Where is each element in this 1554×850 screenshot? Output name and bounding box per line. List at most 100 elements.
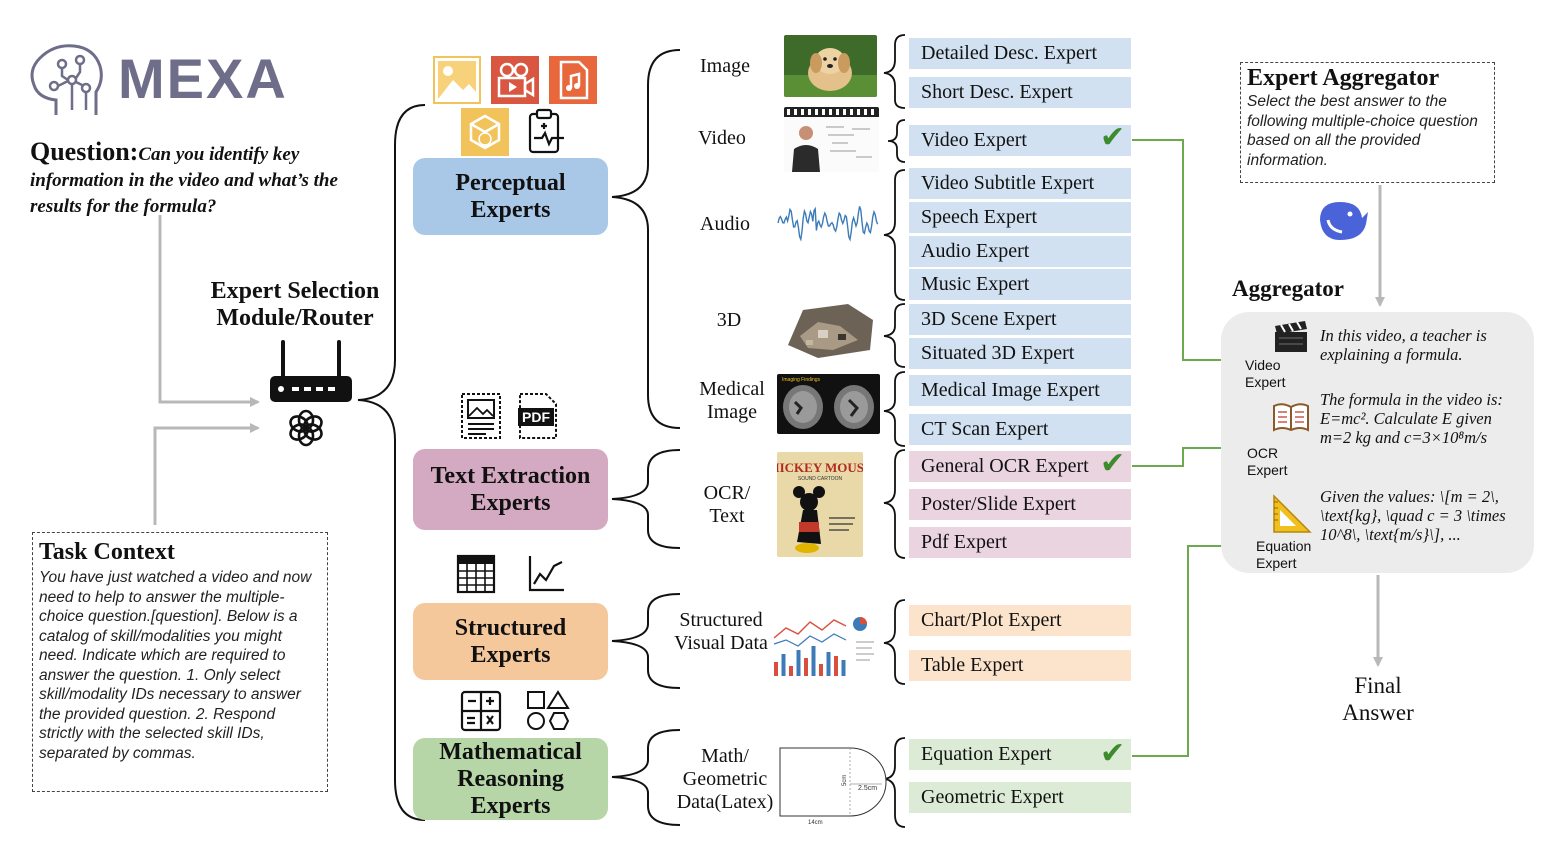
expert-ct-scan: CT Scan Expert — [909, 414, 1131, 445]
mexa-logo: MEXA — [26, 40, 326, 120]
expert-music: Music Expert — [909, 269, 1131, 300]
mri-caption: Imaging Findings — [782, 377, 821, 383]
modality-ocr-text: OCR/ Text — [703, 482, 751, 527]
modality-3d: 3D — [716, 309, 742, 331]
thumbnail-bar — [834, 656, 838, 676]
expert-speech: Speech Expert — [909, 202, 1131, 233]
document-image-icon — [461, 393, 501, 439]
text-extraction-experts-box: Text Extraction Experts — [413, 449, 608, 530]
openai-icon — [289, 409, 323, 447]
modality-math-geometric: Math/ Geometric Data(Latex) — [676, 745, 774, 813]
task-context-title: Task Context — [39, 539, 175, 565]
equation-selected-arrow — [1132, 541, 1245, 757]
expert-situated-3d: Situated 3D Expert — [909, 338, 1131, 369]
ocr-check-icon: ✔ — [1100, 446, 1126, 481]
expert-short-desc: Short Desc. Expert — [909, 77, 1131, 108]
ocr-selected-arrow — [1132, 443, 1234, 467]
expert-geometric: Geometric Expert — [909, 782, 1131, 813]
agg-equation-expert-label: Equation Expert — [1256, 538, 1312, 571]
geometry-shape-thumbnail: 5cm 2.5cm 14cm — [779, 747, 887, 826]
router-brace — [357, 104, 426, 821]
expert-table: Table Expert — [909, 650, 1131, 681]
poster-title: MICKEY MOUSE — [777, 460, 863, 475]
agg-equation-text: Given the values: \[m = 2\, \text{kg}, \… — [1320, 487, 1506, 544]
video-camera-icon — [491, 56, 539, 104]
expert-general-ocr: General OCR Expert — [909, 451, 1131, 482]
poster-thumbnail: MICKEY MOUSE SOUND CARTOON — [777, 452, 863, 557]
table-icon — [456, 554, 496, 594]
modality-structured-visual-data: Structured Visual Data — [674, 609, 768, 654]
aggregator-label: Aggregator — [1232, 276, 1344, 301]
mri-scan-thumbnail: Imaging Findings — [777, 374, 880, 434]
router-title: Expert Selection Module/Router — [210, 278, 380, 331]
logo-text: MEXA — [118, 47, 288, 110]
math-brace — [611, 729, 681, 826]
agg-ocr-expert-label: OCR Expert — [1247, 445, 1288, 478]
pdf-icon: PDF — [518, 393, 557, 439]
structured-chart-thumbnail — [768, 612, 880, 678]
expert-equation: Equation Expert — [909, 739, 1131, 770]
aggregator-panel — [1221, 312, 1534, 573]
geo-dim-height: 5cm — [842, 775, 848, 786]
modality-image: Image — [700, 55, 750, 77]
modality-video: Video — [698, 127, 746, 149]
expert-medical-image: Medical Image Expert — [909, 375, 1131, 406]
expert-aggregator-text: Select the best answer to the following … — [1247, 93, 1478, 169]
question-to-router-arrow — [158, 215, 260, 407]
agg-ocr-text: The formula in the video is: E=mc². Calc… — [1320, 390, 1530, 447]
expert-video-subtitle: Video Subtitle Expert — [909, 168, 1131, 199]
3d-cube-icon — [461, 108, 509, 156]
equation-check-icon: ✔ — [1100, 736, 1126, 771]
puppy-image-thumbnail — [784, 35, 877, 97]
expert-3d-scene: 3D Scene Expert — [909, 304, 1131, 335]
router-icon — [270, 340, 352, 402]
agg-ocr-line1: The formula in the video is: — [1320, 390, 1503, 409]
shapes-icon — [527, 690, 570, 730]
video-check-icon: ✔ — [1100, 120, 1126, 155]
expert-aggregator-box: Expert Aggregator Select the best answer… — [1240, 62, 1495, 183]
thumbnail-bar — [819, 664, 823, 676]
expert-chart-plot: Chart/Plot Expert — [909, 605, 1131, 636]
modality-audio: Audio — [700, 213, 750, 235]
agg-video-text: In this video, a teacher is explaining a… — [1320, 326, 1487, 364]
agg-ocr-line3: m=2 kg and c=3×10⁸m/s — [1320, 428, 1487, 447]
poster-subtitle: SOUND CARTOON — [798, 476, 843, 482]
agg-ocr-line2: E=mc². Calculate E given — [1320, 409, 1492, 428]
text-brace — [611, 449, 681, 549]
image-icon — [433, 56, 481, 104]
video-lecture-thumbnail — [784, 107, 879, 172]
svg-text:PDF: PDF — [522, 409, 550, 425]
medical-clipboard-icon — [528, 108, 564, 154]
expert-pdf: Pdf Expert — [909, 527, 1131, 558]
thumbnail-bar — [781, 654, 786, 676]
triangle-ruler-icon — [1273, 494, 1312, 533]
expert-poster-slide: Poster/Slide Expert — [909, 489, 1131, 520]
modality-medical-image: Medical Image — [699, 378, 765, 423]
expert-video: Video Expert — [909, 125, 1131, 156]
audio-waveform-thumbnail — [777, 206, 879, 242]
calculator-icon — [460, 690, 502, 732]
thumbnail-bar — [804, 658, 808, 676]
task-context-box: Task Context You have just watched a vid… — [32, 532, 328, 792]
line-chart-icon — [528, 556, 564, 592]
audio-file-icon — [549, 56, 597, 104]
final-answer: Final Answer — [1342, 673, 1414, 725]
3d-scene-thumbnail — [778, 300, 878, 360]
question: Question:Can you identify key informatio… — [30, 137, 360, 219]
geo-dim-width: 14cm — [808, 820, 823, 826]
expert-detailed-desc: Detailed Desc. Expert — [909, 38, 1131, 69]
brain-circuit-icon — [30, 44, 103, 115]
structured-brace — [611, 593, 681, 689]
structured-experts-box: Structured Experts — [413, 603, 608, 680]
math-reasoning-experts-box: Mathematical Reasoning Experts — [413, 738, 608, 820]
perceptual-brace — [611, 49, 681, 429]
thumbnail-bar — [796, 650, 801, 676]
question-label: Question: — [30, 137, 139, 166]
open-book-icon — [1273, 403, 1309, 432]
clapperboard-icon — [1275, 321, 1307, 352]
video-selected-arrow — [1132, 139, 1234, 365]
geo-dim-radius: 2.5cm — [858, 785, 877, 792]
expert-audio: Audio Expert — [909, 236, 1131, 267]
perceptual-experts-box: Perceptual Experts — [413, 158, 608, 235]
